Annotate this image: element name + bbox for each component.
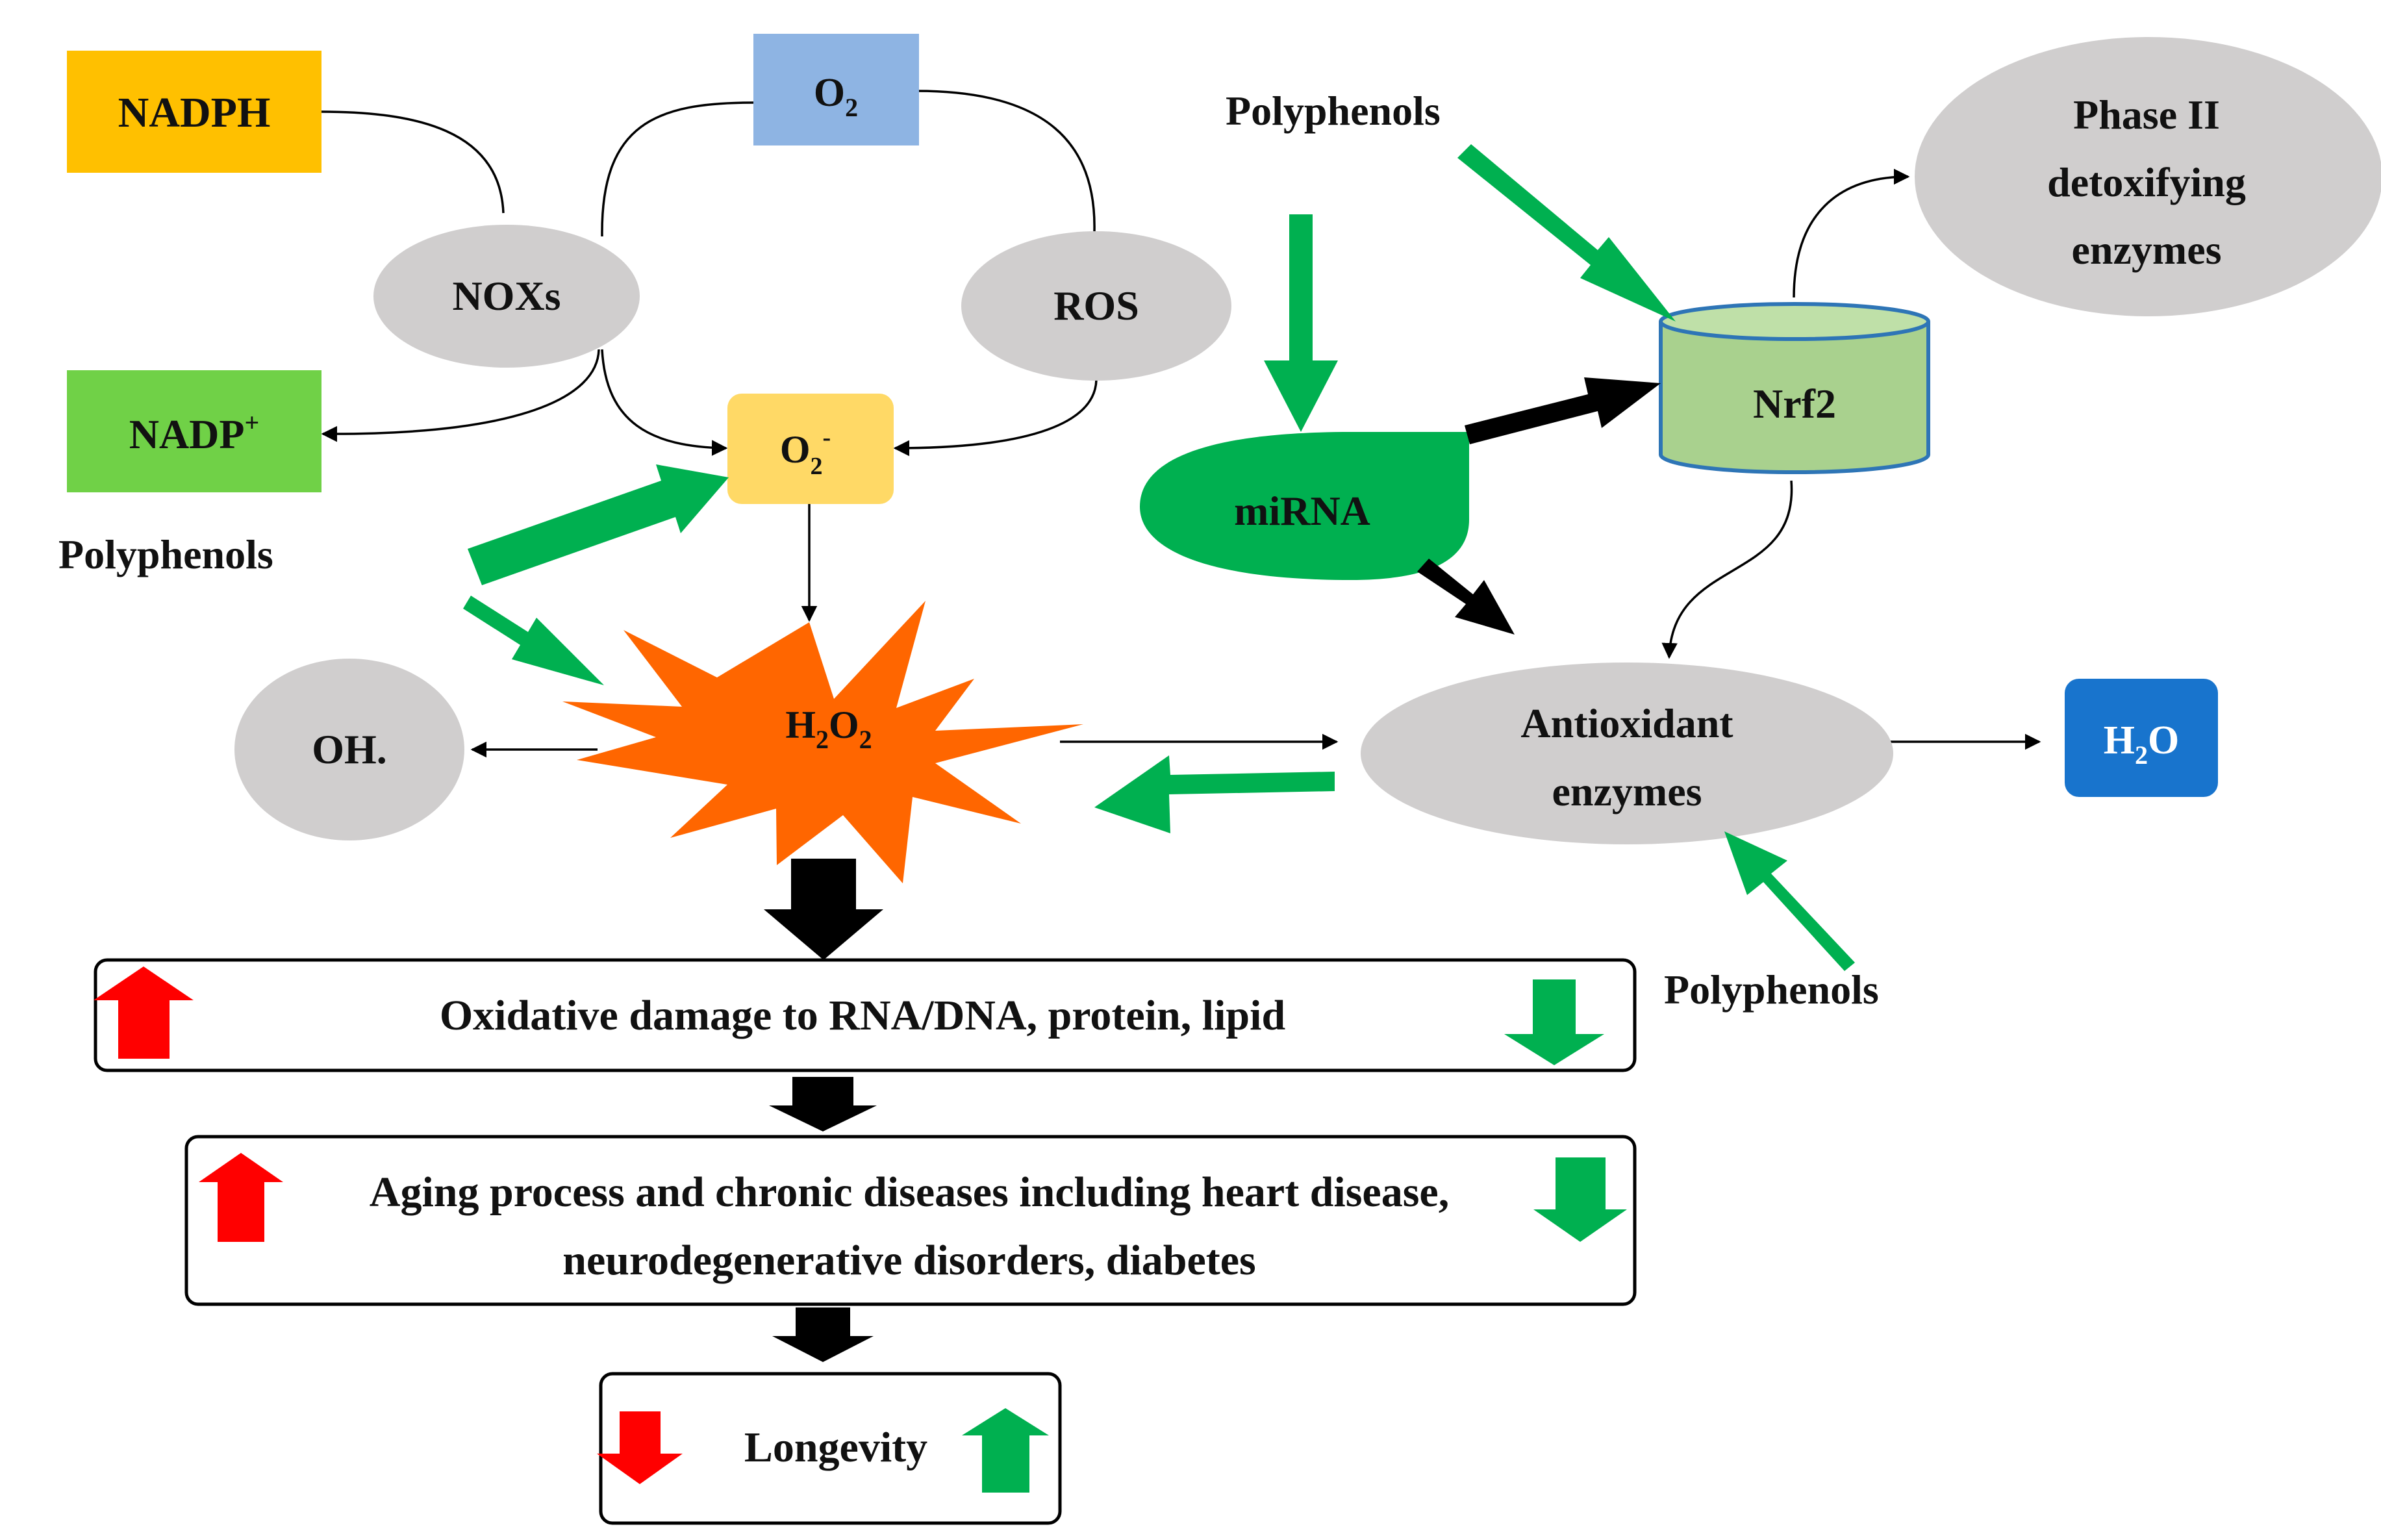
nrf2-cylinder — [1659, 302, 1930, 474]
noxs-to-o2-line — [601, 101, 754, 237]
longevity-box — [599, 1372, 1062, 1525]
polyphenols-to-superoxide-arrow — [468, 464, 729, 585]
aging-down-green-arrow — [1533, 1157, 1627, 1242]
h2o2-label: H2O2 — [785, 703, 872, 754]
longevity-up-green-arrow — [962, 1408, 1049, 1493]
longevity-down-red-arrow — [597, 1411, 683, 1484]
superoxide-label: O2- — [780, 424, 831, 480]
phase2-node — [1915, 37, 2381, 316]
damage-to-aging-arrow — [769, 1077, 877, 1131]
oh-label: OH. — [312, 726, 387, 772]
polyphenols-left-label: Polyphenols — [58, 531, 273, 577]
aging-to-longevity-arrow — [772, 1307, 874, 1362]
nadph-to-noxs-line — [321, 110, 505, 214]
noxs-node — [373, 225, 640, 368]
nrf2-label: Nrf2 — [1753, 381, 1836, 427]
black-arrows — [764, 377, 1661, 1362]
o2-to-ros-line — [916, 90, 1096, 232]
nadph-label: NADPH — [118, 89, 271, 136]
oh-node — [234, 659, 464, 840]
noxs-label: NOXs — [452, 273, 561, 319]
connector-lines — [321, 90, 2041, 758]
damage-up-red-arrow — [94, 966, 194, 1059]
polyphenols-to-h2o2-arrow — [463, 596, 604, 685]
aging-text-line2: neurodegenerative disorders, diabetes — [562, 1237, 1256, 1284]
aging-text-line1: Aging process and chronic diseases inclu… — [370, 1168, 1449, 1216]
h2o2-to-damage-arrow — [764, 859, 883, 960]
damage-box — [94, 958, 1637, 1072]
nrf2-to-antioxidant-arrow — [1661, 480, 1793, 659]
polyphenols-bottom-label: Polyphenols — [1664, 966, 1879, 1013]
noxs-to-nadp-arrow — [321, 349, 600, 442]
mirna-to-nrf2-arrow — [1465, 377, 1661, 444]
polyphenols-to-mirna-arrow — [1264, 214, 1338, 432]
aging-up-red-arrow — [199, 1153, 283, 1242]
antioxidant-node — [1361, 663, 1893, 844]
antioxidant-label-line1: Antioxidant — [1520, 700, 1733, 746]
longevity-text: Longevity — [744, 1424, 927, 1471]
nadph-box — [67, 51, 321, 173]
mirna-node — [1140, 432, 1469, 580]
noxs-to-superoxide-arrow — [601, 349, 728, 456]
nadp-box — [67, 370, 321, 492]
nadp-label: NADP+ — [129, 408, 260, 457]
polyphenols-to-antioxidant-arrow — [1724, 831, 1855, 971]
antioxidant-to-h2o2-arrow — [1094, 755, 1335, 833]
polyphenols-top-label: Polyphenols — [1226, 88, 1441, 134]
o2-label: O2 — [814, 71, 858, 122]
mirna-to-antioxidant-arrow — [1417, 559, 1515, 635]
mirna-label: miRNA — [1234, 488, 1370, 534]
aging-box — [184, 1135, 1637, 1306]
h2o2-burst — [562, 601, 1083, 883]
phase2-label-line1: Phase II — [2073, 92, 2220, 138]
phase2-label-line2: detoxifying — [2047, 159, 2246, 205]
polyphenols-to-nrf2-arrow — [1457, 144, 1676, 322]
nrf2-to-phase2-arrow — [1793, 168, 1910, 298]
green-arrows — [463, 144, 1855, 971]
superoxide-box — [727, 394, 894, 504]
phase2-label-line3: enzymes — [2071, 227, 2221, 273]
damage-text: Oxidative damage to RNA/DNA, protein, li… — [440, 992, 1285, 1039]
ros-node — [961, 231, 1231, 381]
water-box — [2065, 679, 2218, 797]
o2-box — [753, 34, 919, 145]
damage-down-green-arrow — [1504, 979, 1604, 1065]
ros-label: ROS — [1053, 283, 1139, 329]
ros-to-superoxide-arrow — [893, 379, 1098, 457]
antioxidant-label-line2: enzymes — [1552, 768, 1702, 814]
water-label: H2O — [2104, 718, 2179, 770]
